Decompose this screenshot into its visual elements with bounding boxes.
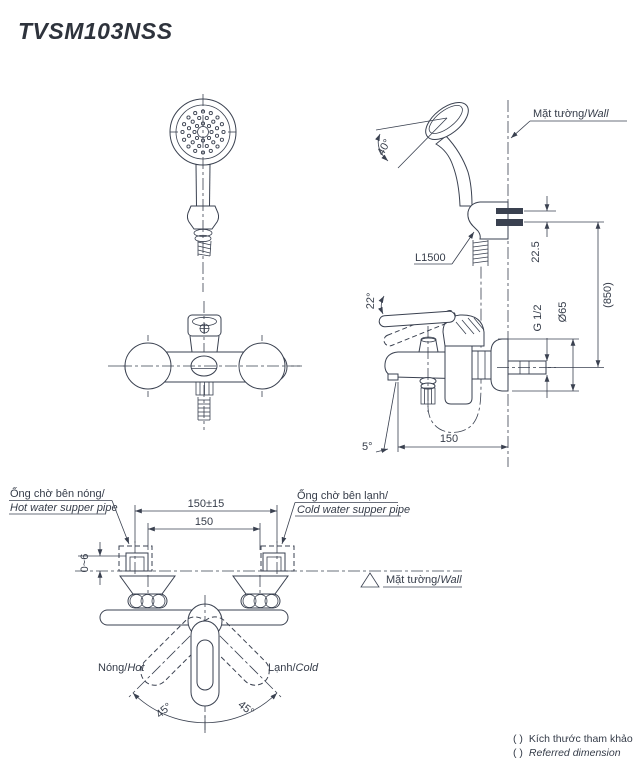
installation-side-view: 40° Mặt tường/Wall L1500 22° bbox=[362, 100, 627, 467]
hot-pipe-label-vi: Ống chờ bên nóng/ bbox=[10, 486, 106, 500]
hot-escutcheon bbox=[119, 575, 176, 595]
hose-connector-cone bbox=[186, 205, 220, 230]
aerator bbox=[387, 373, 399, 381]
holder-screw-upper bbox=[496, 208, 523, 214]
shower-hose-path bbox=[427, 266, 482, 433]
hand-shower-handle-side bbox=[435, 135, 473, 207]
spray-nozzle-dots bbox=[180, 109, 226, 155]
handle-angle-left-label: 45° bbox=[154, 701, 174, 721]
escutcheon-side bbox=[490, 338, 509, 392]
reference-note-en: ( )Referred dimension bbox=[513, 747, 621, 759]
cold-pipe-label-vi: Ống chờ bên lạnh/ bbox=[297, 488, 389, 502]
diverter-cup-side bbox=[418, 337, 439, 353]
hand-shower-front-view bbox=[169, 94, 237, 292]
pipe-protrusion-label: 0~6 bbox=[79, 554, 91, 573]
wall-label-front: Mặt tường/Wall bbox=[386, 574, 462, 586]
spout-angle-label: 5° bbox=[362, 441, 373, 453]
wall-distance-label: 150 bbox=[440, 433, 458, 445]
hand-shower-head-side bbox=[425, 102, 469, 140]
holder-screw-lower bbox=[496, 219, 523, 226]
union-nut bbox=[471, 350, 492, 380]
cold-label: Lạnh/Cold bbox=[268, 662, 319, 674]
pivot-hatch bbox=[455, 317, 485, 335]
hose-length-label: L1500 bbox=[415, 252, 446, 264]
cold-inlet bbox=[262, 552, 286, 572]
lever-angle-label: 22° bbox=[365, 292, 378, 309]
cold-pipe-label-en: Cold water supper pipe bbox=[297, 504, 410, 516]
pipe-span-tolerance-label: 150±15 bbox=[188, 498, 225, 510]
holder-hose-coil bbox=[472, 240, 489, 266]
mixer-top-view bbox=[108, 301, 302, 430]
reference-note-vi: ( )Kích thước tham khảo bbox=[513, 733, 633, 745]
diverter-knob-top bbox=[187, 314, 222, 337]
handle-angle-right-label: 45° bbox=[236, 699, 257, 719]
wall-label-side: Mặt tường/Wall bbox=[533, 108, 609, 120]
cold-escutcheon bbox=[232, 575, 289, 595]
page-title: TVSM103NSS bbox=[18, 18, 173, 44]
hook-screw-spacing-label: 22.5 bbox=[530, 241, 542, 262]
install-height-label: (850) bbox=[602, 282, 614, 308]
pipe-span-label: 150 bbox=[195, 516, 213, 528]
thread-size-label: G 1/2 bbox=[532, 305, 544, 332]
installation-front-view: 45° 45° Nóng/Hot Lạnh/Cold Ống chờ bên n… bbox=[9, 486, 462, 735]
hot-label: Nóng/Hot bbox=[98, 662, 145, 674]
hot-inlet bbox=[125, 552, 149, 572]
hose-coil bbox=[197, 240, 212, 257]
lever-front bbox=[190, 620, 220, 707]
head-angle-label: 40° bbox=[375, 137, 394, 157]
hose-nipple-top bbox=[195, 381, 214, 421]
hot-pipe-label-en: Hot water supper pipe bbox=[10, 502, 118, 514]
wall-datum-triangle bbox=[360, 572, 380, 588]
cartridge-top bbox=[190, 355, 218, 377]
escutcheon-diameter-label: Ø65 bbox=[557, 302, 569, 323]
lever-side bbox=[378, 310, 456, 328]
reference-note: ( )Kích thước tham khảo ( )Referred dime… bbox=[513, 733, 633, 759]
